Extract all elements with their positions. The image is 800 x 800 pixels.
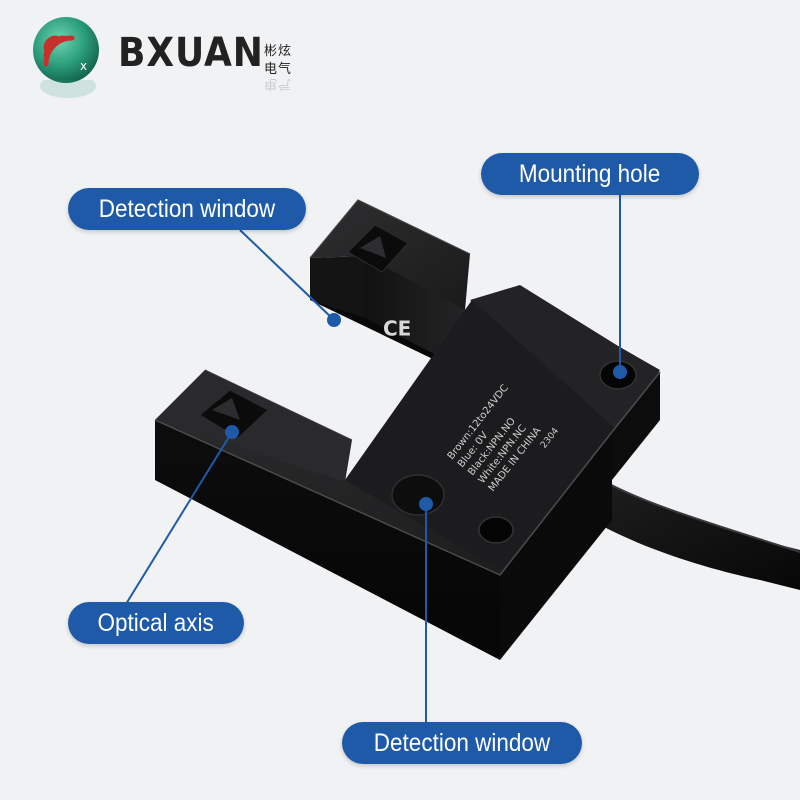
callout-label: Detection window	[98, 194, 276, 223]
callout-optical-axis: Optical axis	[68, 602, 244, 644]
leader-line-bottom-left	[125, 431, 233, 605]
callout-mounting-hole: Mounting hole	[481, 153, 699, 195]
svg-text:x: x	[80, 59, 87, 73]
brand-name: BXUAN	[118, 30, 264, 76]
callout-label: Mounting hole	[519, 159, 661, 188]
callout-detection-window-top: Detection window	[68, 188, 306, 230]
brand-logo-reflection	[40, 80, 96, 98]
leader-dot-bottom-left	[225, 425, 239, 439]
brand-chinese-line1: 彬炫	[264, 44, 293, 59]
callout-lines	[125, 195, 627, 724]
leader-dot-top-right	[613, 365, 627, 379]
brand-chinese-line2: 电气	[264, 62, 293, 77]
leader-dot-top-left	[327, 313, 341, 327]
leader-dot-bottom-center	[419, 497, 433, 511]
ce-mark: CE	[383, 317, 411, 341]
callout-label: Optical axis	[97, 608, 215, 637]
callout-detection-window-bottom: Detection window	[342, 722, 582, 764]
brand-logo-icon: x	[33, 17, 99, 83]
leader-line-top-left	[239, 229, 335, 321]
callout-label: Detection window	[373, 728, 551, 757]
sensor-body	[154, 199, 661, 660]
